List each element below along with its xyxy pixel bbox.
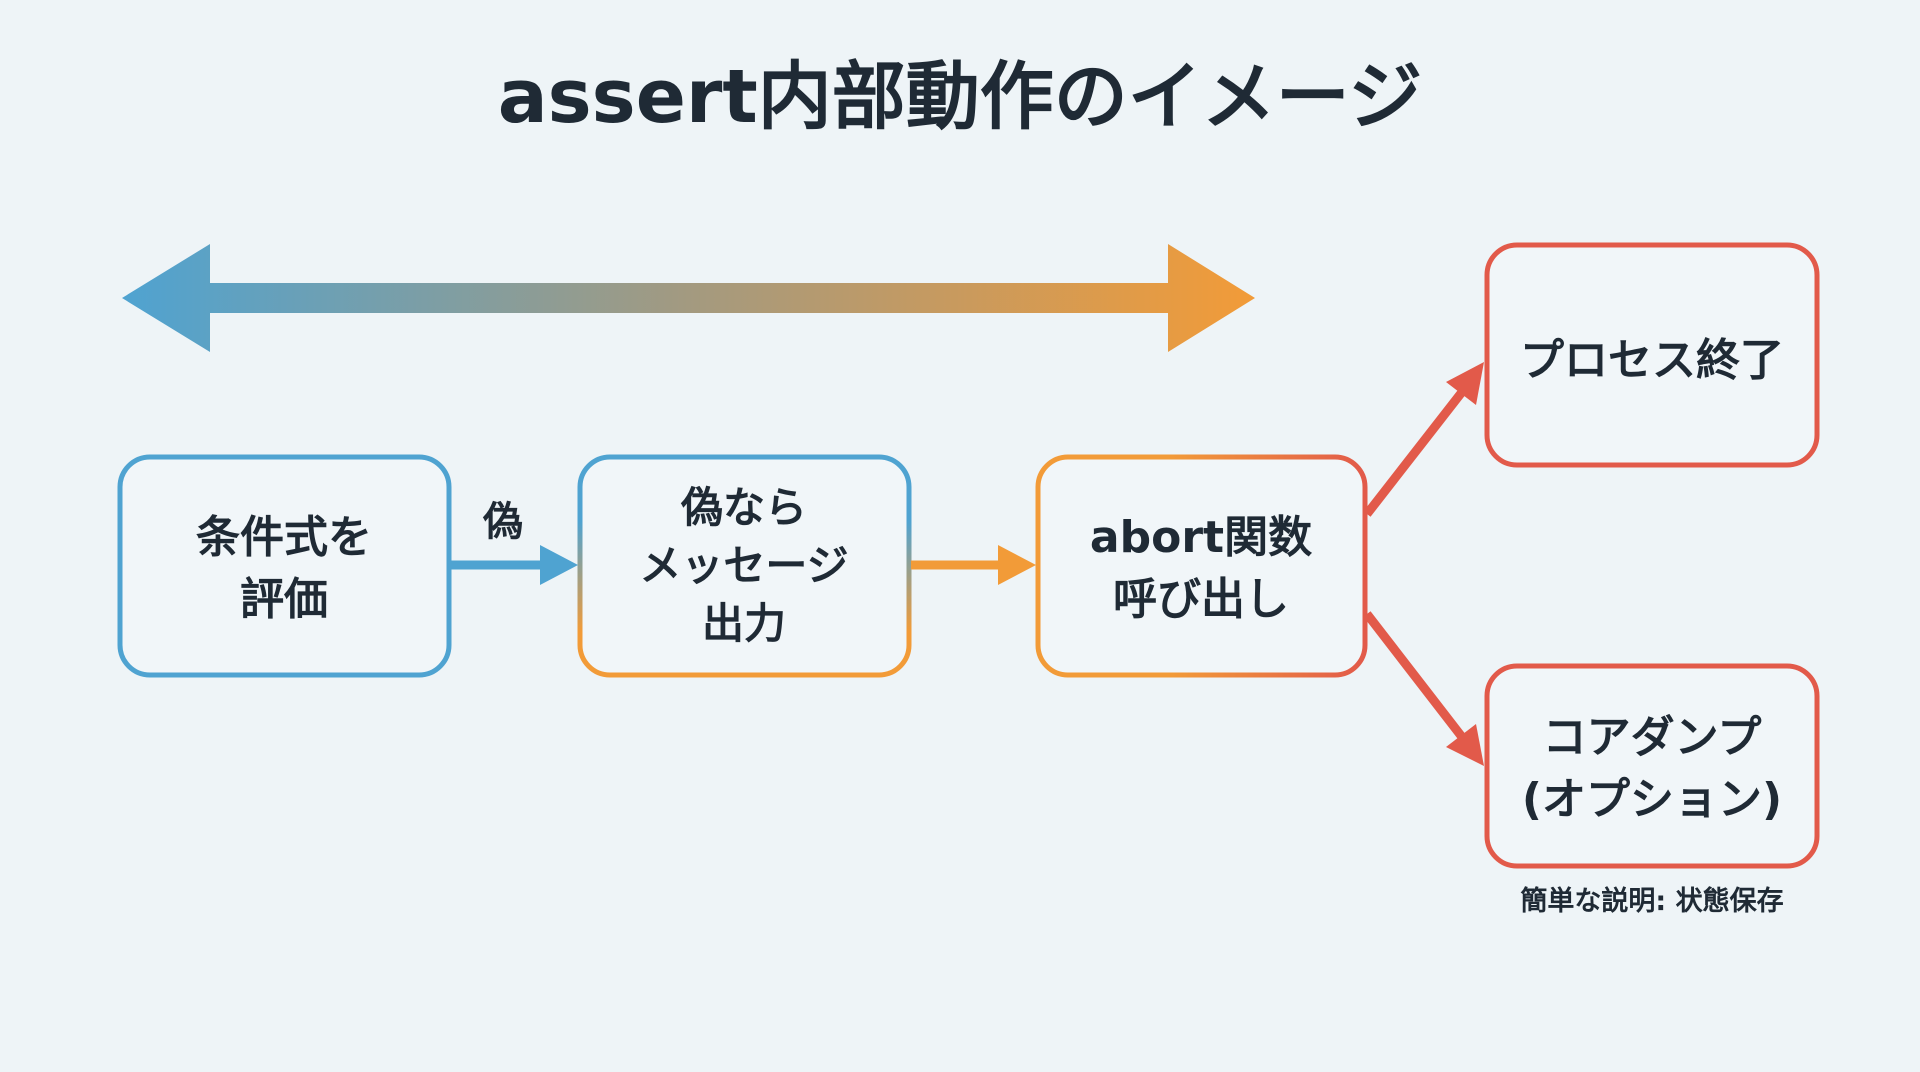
node-abort-line1: abort関数 xyxy=(1090,512,1312,563)
edge-label-false: 偽 xyxy=(482,499,523,545)
gradient-double-arrow xyxy=(122,244,1255,352)
node-abort-line2: 呼び出し xyxy=(1113,574,1289,625)
arrow-evaluate-to-message xyxy=(451,545,578,585)
node-evaluate-line2: 評価 xyxy=(240,574,328,625)
title: assert内部動作のイメージ xyxy=(498,54,1423,140)
node-message-line3: 出力 xyxy=(702,599,786,648)
node-coredump-line2: (オプション) xyxy=(1522,774,1782,825)
node-message-line2: メッセージ xyxy=(639,541,848,590)
arrow-abort-to-coredump xyxy=(1363,611,1484,766)
arrow-message-to-abort xyxy=(911,545,1036,585)
arrow-abort-to-terminate xyxy=(1363,362,1484,517)
node-terminate-line1: プロセス終了 xyxy=(1520,335,1784,386)
node-message-line1: 偽なら xyxy=(680,483,807,532)
coredump-note: 簡単な説明: 状態保存 xyxy=(1520,885,1783,917)
node-coredump-box xyxy=(1484,663,1820,869)
node-evaluate-box xyxy=(117,454,452,678)
node-evaluate-line1: 条件式を xyxy=(196,512,372,563)
node-message-box xyxy=(577,454,912,678)
node-abort-box xyxy=(1035,454,1368,678)
node-coredump-line1: コアダンプ xyxy=(1543,712,1762,763)
node-terminate-box xyxy=(1484,242,1820,468)
